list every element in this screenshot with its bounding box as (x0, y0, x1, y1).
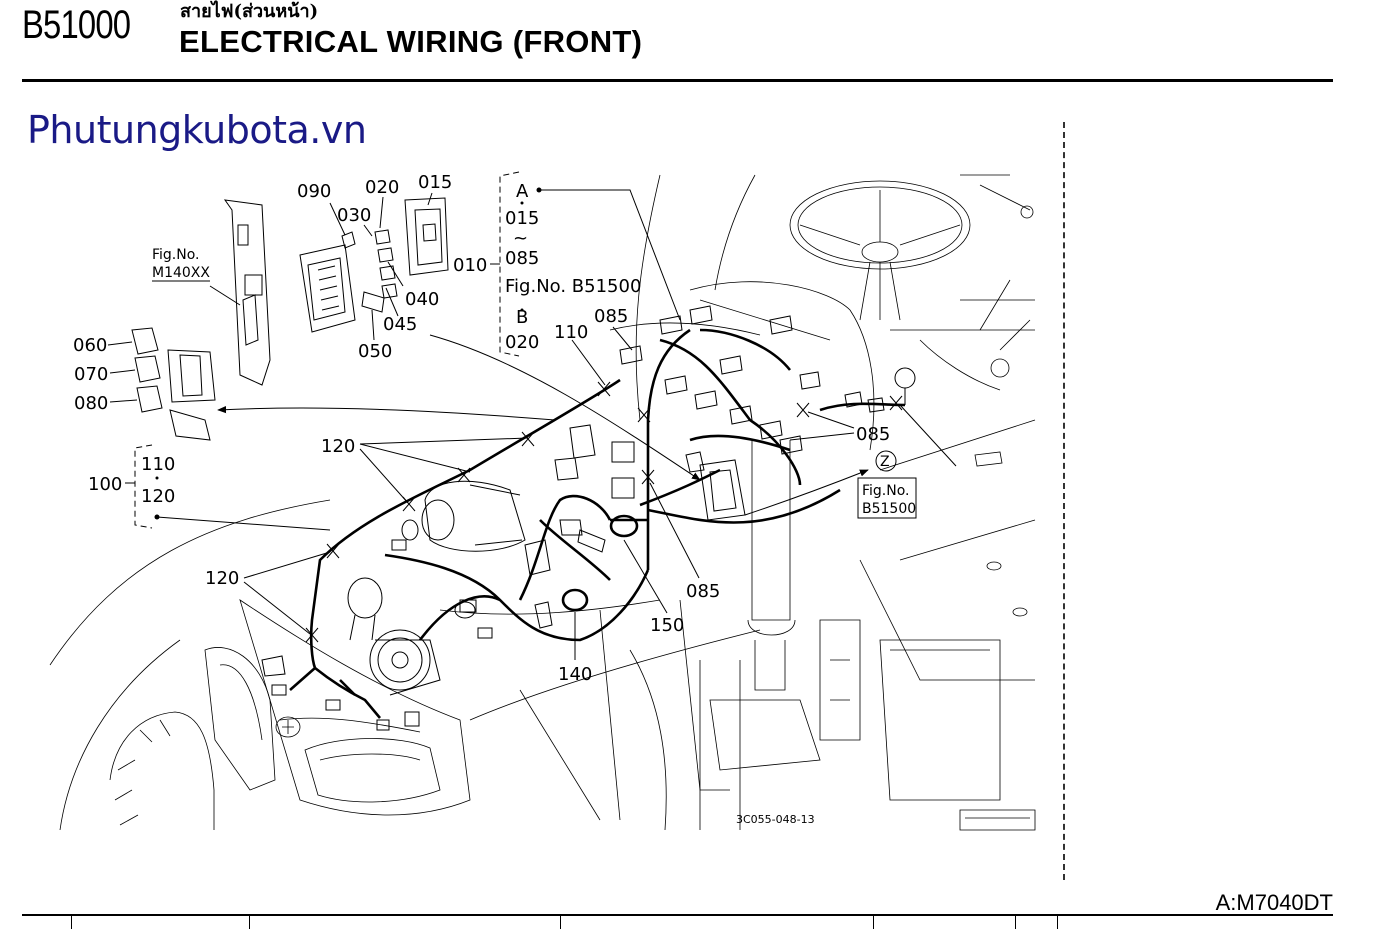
part-100: 100 (88, 474, 122, 495)
part-060: 060 (73, 335, 107, 356)
part-010: 010 (453, 255, 487, 276)
part-045: 045 (383, 314, 417, 335)
range-b-part: 020 (505, 332, 539, 353)
ref-z-letter: Z (880, 454, 890, 470)
page-title: ELECTRICAL WIRING (FRONT) (179, 24, 643, 59)
part-020: 020 (365, 177, 399, 198)
part-070: 070 (74, 364, 108, 385)
part-030: 030 (337, 205, 371, 226)
part-085-bottom: 085 (686, 581, 720, 602)
group-100-120: 120 (141, 486, 175, 507)
part-015: 015 (418, 172, 452, 193)
tractor-outline (49, 174, 1036, 831)
drawing-code: 3C055-048-13 (736, 813, 815, 826)
wire-harness (289, 328, 906, 719)
part-labels: 090 020 015 030 040 045 050 060 070 080 … (73, 172, 917, 826)
range-a: A (516, 181, 529, 202)
range-from: 015 (505, 208, 539, 229)
part-050: 050 (358, 341, 392, 362)
title-thai: สายไฟ(ส่วนหน้า) (180, 1, 319, 22)
table-tick (873, 916, 874, 929)
part-085-top: 085 (594, 306, 628, 327)
part-120-lower: 120 (205, 568, 239, 589)
ref-z-label: Fig.No. (862, 483, 910, 499)
part-120-upper: 120 (321, 436, 355, 457)
ref-z-num: B51500 (862, 501, 916, 517)
page-divider (1063, 122, 1065, 880)
part-085-right: 085 (856, 424, 890, 445)
range-to: 085 (505, 248, 539, 269)
ref-m140-num: M140XX (152, 265, 210, 281)
range-tilde: ~ (513, 228, 528, 249)
group-100-110: 110 (141, 454, 175, 475)
part-090: 090 (297, 181, 331, 202)
table-tick (1015, 916, 1016, 929)
table-tick (71, 916, 72, 929)
part-140: 150 (650, 615, 684, 636)
range-fig-ref: Fig.No. B51500 (505, 276, 641, 297)
table-tick (1057, 916, 1058, 929)
header-rule (22, 79, 1333, 82)
table-tick (249, 916, 250, 929)
part-080: 080 (74, 393, 108, 414)
part-040: 040 (405, 289, 439, 310)
table-tick (560, 916, 561, 929)
site-watermark: Phutungkubota.vn (27, 108, 367, 152)
components (131, 197, 916, 731)
footer-rule (22, 914, 1333, 916)
part-130: 140 (558, 664, 592, 685)
leader-lines (107, 171, 957, 660)
model-code: A:M7040DT (1215, 890, 1333, 915)
part-110-upper: 110 (554, 322, 588, 343)
harness-clamps (305, 381, 903, 643)
ref-m140-label: Fig.No. (152, 247, 200, 263)
section-code: B51000 (22, 3, 131, 47)
range-b: B (516, 307, 528, 328)
